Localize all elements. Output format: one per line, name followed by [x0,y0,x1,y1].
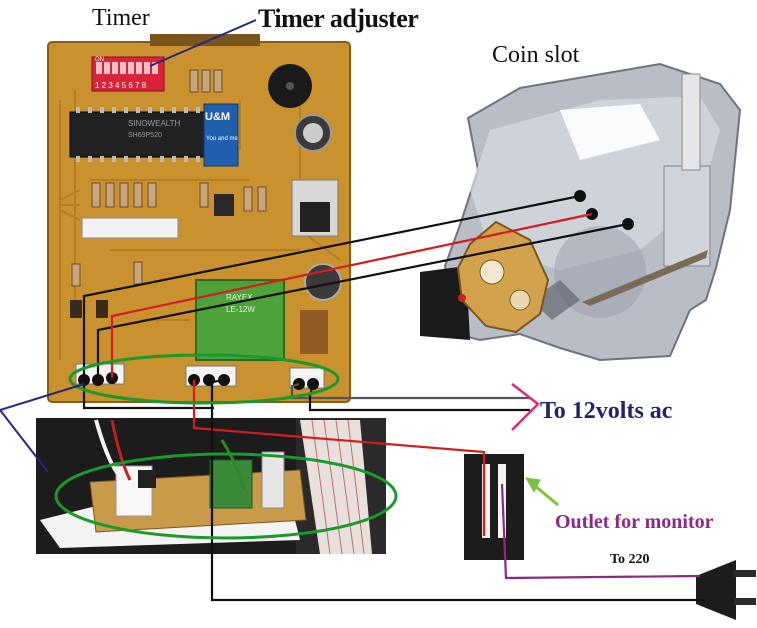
timer-board: ON 1 2 3 4 5 6 7 8 SIN [47,34,351,403]
relay [195,279,285,361]
dip-number-label: 1 2 3 4 5 6 7 8 [95,81,147,90]
ribbon-connector [81,217,179,239]
ellipse-timer-terminals [68,353,340,405]
timer-label: Timer [92,5,150,31]
wire-black-plug [210,378,704,602]
wire-black-1 [82,194,581,380]
wire-12v-top [290,382,530,400]
wire-12v-bottom [308,383,530,412]
relay-brand: RAYEX [226,293,253,302]
coin-slot-label: Coin slot [492,42,580,68]
coin-slot-unit [420,62,742,362]
to-220-label: To 220 [610,552,650,567]
dip-on-label: ON [95,57,104,63]
um-logo [203,103,239,167]
monitor-pointer [0,383,85,473]
mcu-part: SH69P520 [128,132,162,139]
wire-purple [500,483,701,580]
adjuster-pointer [149,19,257,67]
to-12volts-label: To 12volts ac [540,398,673,424]
arrow-12v [511,383,540,431]
ellipse-monitor-board [54,452,398,540]
outlet-for-monitor [464,454,524,560]
wire-red-1 [110,212,593,378]
timer-adjuster-label: Timer adjuster [258,4,419,33]
resistors [71,69,267,287]
outlet-label: Outlet for monitor [555,511,714,533]
mcu-brand: SINOWEALTH [128,119,181,128]
relay-part: LE-12W [226,305,255,314]
timer-small-cap [214,194,234,216]
annotations [0,19,559,540]
power-plug [696,560,756,620]
um-logo-sub: You and me [206,136,238,142]
um-logo-title: U&M [205,111,230,123]
